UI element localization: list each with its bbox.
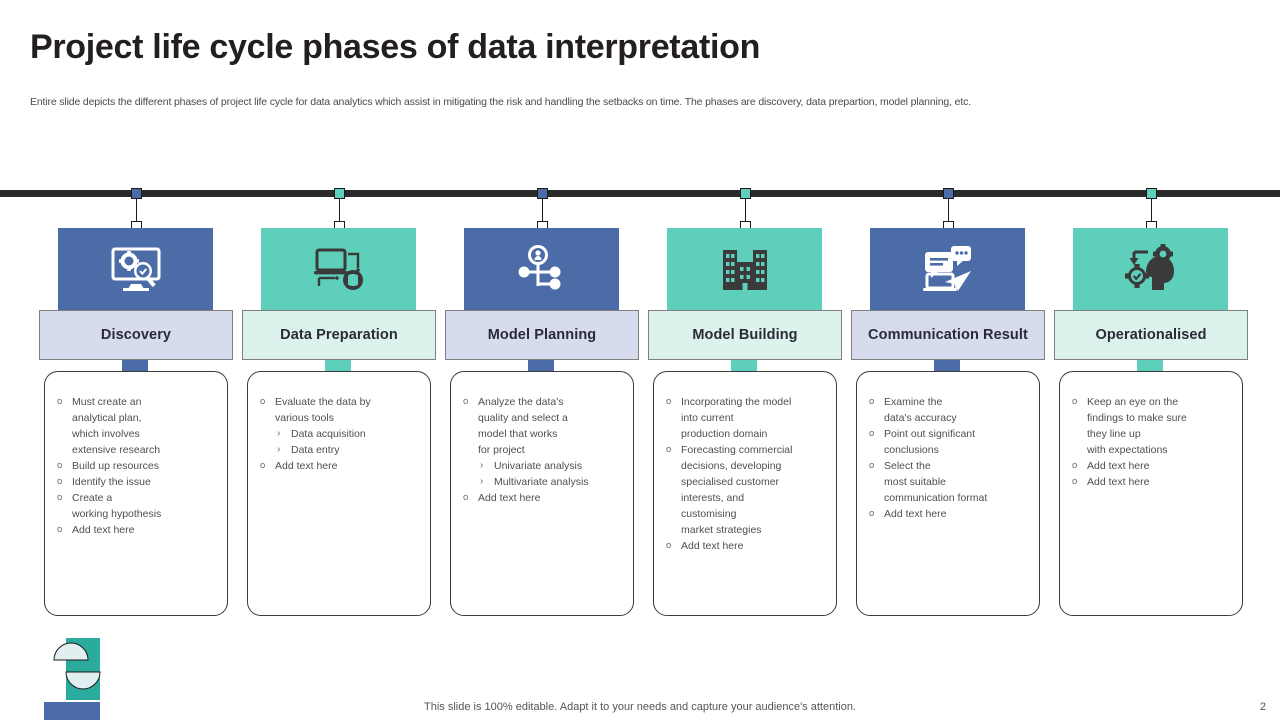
- list-item: customising: [681, 508, 737, 520]
- list-item: extensive research: [72, 444, 161, 456]
- list-item: Examine the: [867, 394, 1031, 410]
- phase-2-content-card[interactable]: Evaluate the data by various toolsData ac…: [247, 371, 431, 616]
- phase-5-label: Communication Result: [868, 327, 1028, 343]
- phase-3-icon-box: [464, 228, 619, 310]
- list-item: Forecasting commercial: [664, 442, 828, 458]
- list-item: decisions, developing: [681, 460, 782, 472]
- list-item: most suitable: [884, 476, 946, 488]
- phase-2-label: Data Preparation: [280, 327, 398, 343]
- head-gears-process-icon: [1122, 244, 1180, 294]
- list-item: various tools: [275, 412, 334, 424]
- list-item: analytical plan,: [72, 412, 142, 424]
- phase-4-icon-box: [667, 228, 822, 310]
- page-title: Project life cycle phases of data interp…: [30, 28, 761, 66]
- list-item: production domain: [681, 428, 768, 440]
- phase-1-label-box[interactable]: Discovery: [39, 310, 233, 360]
- chat-laptop-send-icon: [919, 244, 977, 294]
- connector-stem: [542, 198, 543, 231]
- phase-5-label-box[interactable]: Communication Result: [851, 310, 1045, 360]
- list-item: Build up resources: [55, 458, 219, 474]
- brand-logo: [44, 638, 101, 720]
- connector-stem: [136, 198, 137, 231]
- list-item: Keep an eye on the: [1070, 394, 1234, 410]
- list-item: into current: [681, 412, 734, 424]
- phase-1-label: Discovery: [100, 327, 172, 343]
- footer-note: This slide is 100% editable. Adapt it to…: [424, 701, 856, 713]
- buildings-icon: [716, 244, 774, 294]
- connector-stem: [745, 198, 746, 231]
- phase-3-content-card[interactable]: Analyze the data's quality and select a mo…: [450, 371, 634, 616]
- connector-stem: [339, 198, 340, 231]
- phase-1-icon-box: [58, 228, 213, 310]
- list-item: market strategies: [681, 524, 762, 536]
- phase-1-content-card[interactable]: Must create an analytical plan, which invo…: [44, 371, 228, 616]
- list-item: for project: [478, 444, 525, 456]
- phase-2-icon-box: [261, 228, 416, 310]
- phase-3-label: Model Planning: [487, 327, 597, 343]
- phase-3-label-box[interactable]: Model Planning: [445, 310, 639, 360]
- connector-stem: [1151, 198, 1152, 231]
- list-item: Add text here: [1070, 474, 1234, 490]
- page-number: 2: [1259, 701, 1266, 713]
- phase-6-label: Operationalised: [1095, 327, 1207, 343]
- list-item: specialised customer: [681, 476, 780, 488]
- phase-4-label: Model Building: [692, 327, 798, 343]
- list-item: Must create an: [55, 394, 219, 410]
- phase-5-bullet-list: Examine the data's accuracyPoint out sign…: [867, 394, 1031, 522]
- list-item: Evaluate the data by: [258, 394, 422, 410]
- phase-2-label-box[interactable]: Data Preparation: [242, 310, 436, 360]
- list-item: model that works: [478, 428, 558, 440]
- page-subtitle: Entire slide depicts the different phase…: [30, 96, 971, 108]
- list-item: Add text here: [1070, 458, 1234, 474]
- list-item: Select the: [867, 458, 1031, 474]
- list-item: which involves: [72, 428, 140, 440]
- phase-6-content-card[interactable]: Keep an eye on the findings to make sure t…: [1059, 371, 1243, 616]
- list-item: findings to make sure: [1087, 412, 1187, 424]
- list-item: Univariate analysis: [461, 458, 625, 474]
- phase-6-bullet-list: Keep an eye on the findings to make sure t…: [1070, 394, 1234, 490]
- phase-6-label-box[interactable]: Operationalised: [1054, 310, 1248, 360]
- list-item: Add text here: [867, 506, 1031, 522]
- list-item: Point out significant: [867, 426, 1031, 442]
- list-item: Add text here: [258, 458, 422, 474]
- list-item: data's accuracy: [884, 412, 957, 424]
- phase-6-icon-box: [1073, 228, 1228, 310]
- phase-5-icon-box: [870, 228, 1025, 310]
- monitor-gear-search-icon: [107, 244, 165, 294]
- phase-3-bullet-list: Analyze the data's quality and select a mo…: [461, 394, 625, 506]
- list-item: quality and select a: [478, 412, 568, 424]
- phase-4-bullet-list: Incorporating the model into current produ…: [664, 394, 828, 554]
- list-item: Create a: [55, 490, 219, 506]
- connector-stem: [948, 198, 949, 231]
- network-node-user-icon: [513, 244, 571, 294]
- list-item: Identify the issue: [55, 474, 219, 490]
- list-item: they line up: [1087, 428, 1141, 440]
- phase-4-label-box[interactable]: Model Building: [648, 310, 842, 360]
- list-item: Data entry: [258, 442, 422, 458]
- list-item: Incorporating the model: [664, 394, 828, 410]
- list-item: Add text here: [664, 538, 828, 554]
- phase-1-bullet-list: Must create an analytical plan, which invo…: [55, 394, 219, 538]
- phase-5-content-card[interactable]: Examine the data's accuracyPoint out sign…: [856, 371, 1040, 616]
- list-item: Add text here: [461, 490, 625, 506]
- phase-2-bullet-list: Evaluate the data by various toolsData ac…: [258, 394, 422, 474]
- timeline-bar: [0, 190, 1280, 197]
- list-item: interests, and: [681, 492, 745, 504]
- laptop-database-transfer-icon: [310, 244, 368, 294]
- list-item: with expectations: [1087, 444, 1168, 456]
- list-item: working hypothesis: [72, 508, 162, 520]
- phase-4-content-card[interactable]: Incorporating the model into current produ…: [653, 371, 837, 616]
- list-item: Data acquisition: [258, 426, 422, 442]
- list-item: Analyze the data's: [461, 394, 625, 410]
- list-item: communication format: [884, 492, 988, 504]
- list-item: Multivariate analysis: [461, 474, 625, 490]
- list-item: Add text here: [55, 522, 219, 538]
- list-item: conclusions: [884, 444, 939, 456]
